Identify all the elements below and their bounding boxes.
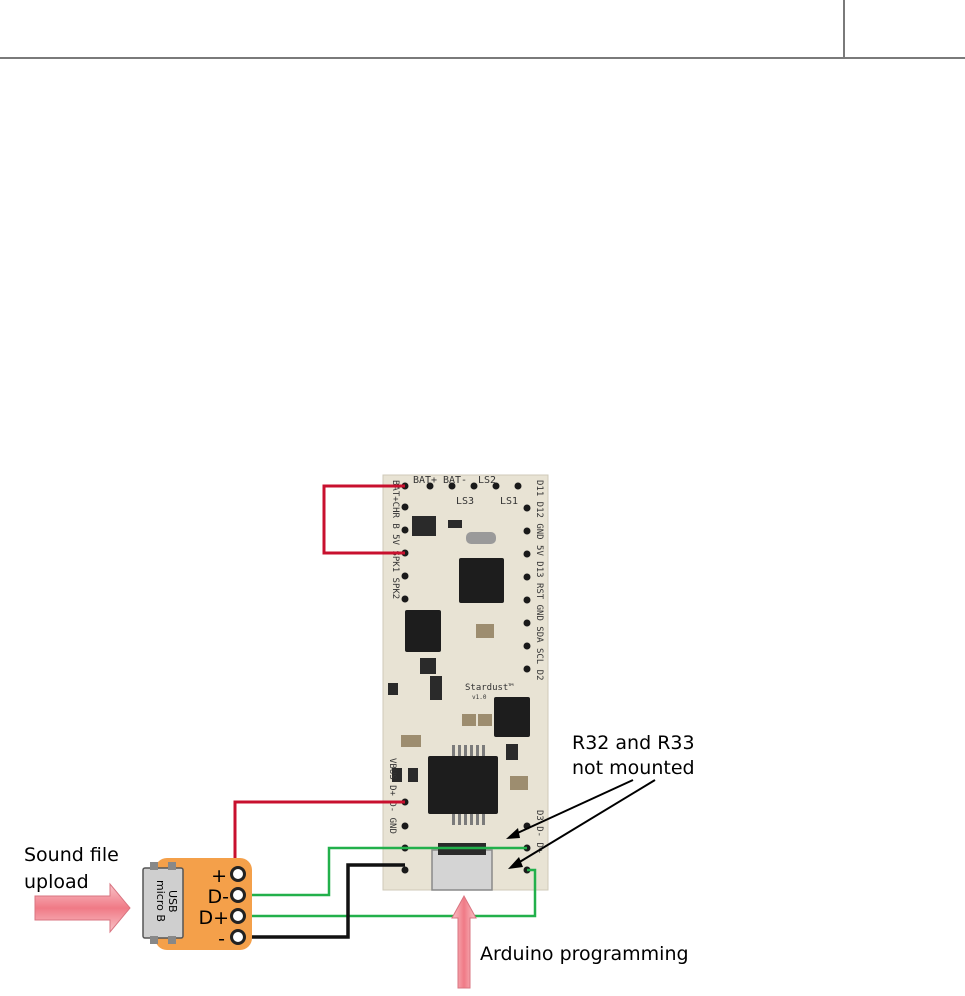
right-pins-label: D11 D12 GND 5V D13 RST GND SDA SCL D2: [534, 480, 544, 680]
green-d-minus-wire: [238, 846, 527, 897]
header-rule: [0, 57, 965, 59]
header-divider: [843, 0, 845, 58]
resistor-note-line1: R32 and R33: [572, 732, 695, 754]
resistor-arrow-2: [512, 779, 656, 867]
adapter-pin-plus: [230, 866, 246, 882]
arduino-label: Arduino programming: [480, 943, 689, 965]
usb-adapter: USB micro B + D- D+ -: [142, 858, 252, 950]
left-pins-label: BAT+CHR B 5V SPK1 SPK2: [390, 480, 400, 599]
usb-micro-b-connector: [142, 867, 184, 939]
micro-b-label: micro B: [154, 880, 167, 922]
right-bottom-pins-label: D3 D- D+: [534, 810, 544, 854]
sound-upload-arrow-icon: [34, 882, 131, 934]
adapter-pin-minus: [230, 929, 246, 945]
usb-label: USB: [166, 890, 179, 913]
left-bottom-pins-label: VBUS D+ D- GND: [387, 758, 397, 834]
pin-bat-plus-top-label: BAT+: [413, 475, 437, 486]
pin-ls1-label: LS1: [500, 496, 518, 507]
pin-ls2-label: LS2: [478, 475, 496, 486]
pin-ls3-label: LS3: [456, 496, 474, 507]
pin-bat-minus-top-label: BAT-: [443, 475, 467, 486]
arduino-arrow-icon: [451, 894, 477, 989]
pcb-board: BAT+ BAT- LS2 LS3 LS1 Stardust™ v1.0 BAT…: [382, 474, 549, 891]
green-d-plus-wire: [238, 868, 537, 918]
adapter-pin-d-minus-label: D-: [208, 886, 230, 908]
adapter-pin-d-minus: [230, 887, 246, 903]
sound-upload-label-line1: Sound file: [24, 844, 119, 866]
resistor-arrowhead-1-icon: [506, 828, 520, 839]
adapter-pin-minus-label: -: [218, 928, 225, 950]
sound-upload-label-line2: upload: [24, 871, 89, 893]
black-gnd-wire: [238, 863, 405, 939]
adapter-pin-d-plus-label: D+: [198, 907, 229, 929]
resistor-note-line2: not mounted: [572, 757, 695, 779]
resistor-arrowhead-2-icon: [508, 857, 523, 869]
board-brand: Stardust™: [465, 683, 514, 693]
adapter-pin-d-plus: [230, 908, 246, 924]
red-jumper-wire: [322, 484, 405, 555]
board-version: v1.0: [472, 694, 487, 701]
red-vbus-wire: [233, 800, 405, 870]
adapter-pin-plus-label: +: [211, 865, 227, 887]
resistor-arrow-1: [510, 779, 634, 837]
